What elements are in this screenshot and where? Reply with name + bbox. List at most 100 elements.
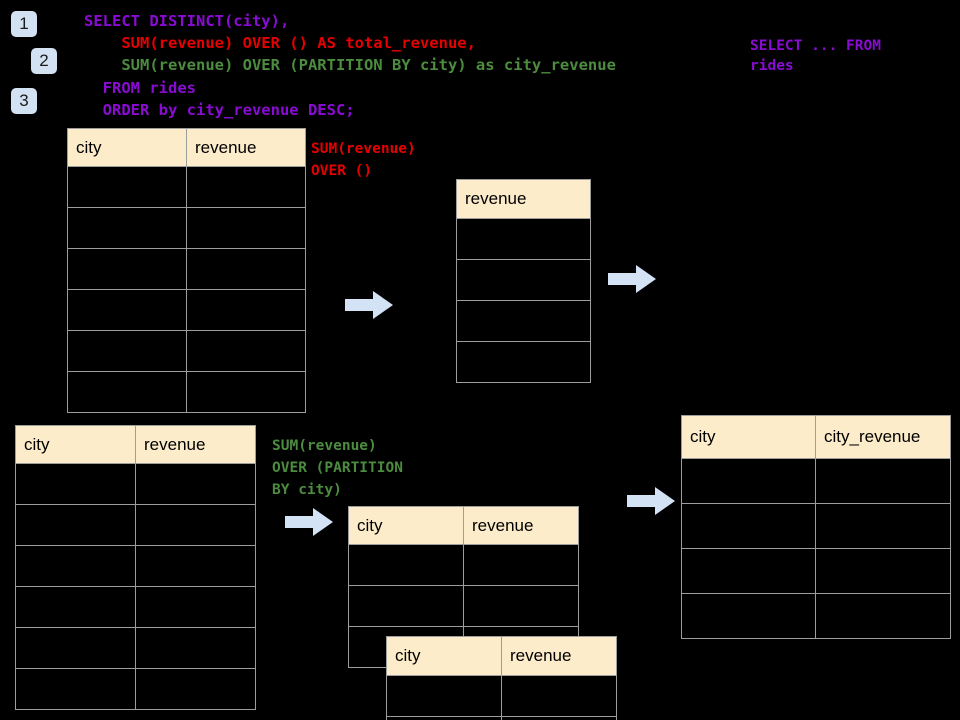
table-cell xyxy=(386,716,502,720)
table-cell xyxy=(456,259,591,301)
table-cell xyxy=(67,289,187,331)
table-row xyxy=(348,544,579,586)
rides-source-table-bottom: city revenue xyxy=(15,425,256,710)
table-cell xyxy=(186,248,306,290)
arrow-source-to-partition xyxy=(285,508,333,536)
column-header-revenue: revenue xyxy=(463,506,579,545)
table-cell xyxy=(348,585,464,627)
table-cell xyxy=(463,585,579,627)
table-row xyxy=(67,248,306,290)
table-row xyxy=(681,503,951,549)
table-cell xyxy=(15,463,136,505)
table-cell xyxy=(501,675,617,717)
table-cell xyxy=(815,548,951,594)
table-cell xyxy=(15,504,136,546)
table-cell xyxy=(135,504,256,546)
table-cell xyxy=(456,341,591,383)
step-badge-3[interactable]: 3 xyxy=(11,88,37,114)
table-cell xyxy=(67,248,187,290)
annotation-sum-over-empty: SUM(revenue) OVER () xyxy=(311,141,416,179)
table-row xyxy=(456,218,591,260)
table-row xyxy=(15,504,256,546)
table-cell xyxy=(135,463,256,505)
table-cell xyxy=(67,330,187,372)
table-cell xyxy=(815,593,951,639)
column-header-city: city xyxy=(67,128,187,167)
table-row xyxy=(681,593,951,639)
rides-source-table-top: city revenue xyxy=(67,128,306,413)
table-cell xyxy=(135,545,256,587)
sql-line-5: ORDER by city_revenue DESC; xyxy=(84,101,355,119)
table-cell xyxy=(135,668,256,710)
table-row xyxy=(15,586,256,628)
table-header-row: city revenue xyxy=(15,425,256,464)
column-header-city: city xyxy=(348,506,464,545)
column-header-city: city xyxy=(681,415,816,459)
table-header-row: city revenue xyxy=(386,636,617,676)
table-row xyxy=(67,207,306,249)
sql-line-3: SUM(revenue) OVER (PARTITION BY city) as… xyxy=(84,56,616,74)
arrow-total-to-select xyxy=(608,265,656,293)
step-badge-1[interactable]: 1 xyxy=(11,11,37,37)
table-cell xyxy=(681,503,816,549)
table-cell xyxy=(15,545,136,587)
table-cell xyxy=(815,503,951,549)
sql-line-4: FROM rides xyxy=(84,79,196,97)
column-header-revenue: revenue xyxy=(135,425,256,464)
table-row xyxy=(67,330,306,372)
table-cell xyxy=(15,668,136,710)
column-header-city: city xyxy=(15,425,136,464)
annotation-select-from: SELECT ... FROM rides xyxy=(750,38,881,74)
partition-table-front: city revenue xyxy=(386,636,617,720)
table-cell xyxy=(67,166,187,208)
table-row xyxy=(15,668,256,710)
sql-line-2: SUM(revenue) OVER () AS total_revenue, xyxy=(84,34,476,52)
table-cell xyxy=(135,586,256,628)
table-header-row: city revenue xyxy=(67,128,306,167)
table-cell xyxy=(681,593,816,639)
arrow-source-to-total xyxy=(345,291,393,319)
table-row xyxy=(67,371,306,413)
table-cell xyxy=(67,371,187,413)
table-row xyxy=(386,716,617,720)
city-revenue-result-table: city city_revenue xyxy=(681,415,951,639)
table-cell xyxy=(186,371,306,413)
table-cell xyxy=(501,716,617,720)
table-row xyxy=(386,675,617,717)
column-header-city-revenue: city_revenue xyxy=(815,415,951,459)
table-cell xyxy=(456,218,591,260)
column-header-revenue: revenue xyxy=(501,636,617,676)
table-cell xyxy=(348,544,464,586)
table-row xyxy=(681,458,951,504)
table-cell xyxy=(186,289,306,331)
table-row xyxy=(67,166,306,208)
table-cell xyxy=(681,458,816,504)
table-cell xyxy=(186,207,306,249)
step-badge-2[interactable]: 2 xyxy=(31,48,57,74)
sql-line-1: SELECT DISTINCT(city), xyxy=(84,12,290,30)
table-cell xyxy=(681,548,816,594)
total-revenue-table: revenue xyxy=(456,179,591,383)
table-cell xyxy=(135,627,256,669)
column-header-city: city xyxy=(386,636,502,676)
arrow-partition-to-result xyxy=(627,487,675,515)
column-header-revenue: revenue xyxy=(456,179,591,219)
table-row xyxy=(456,341,591,383)
table-row xyxy=(456,300,591,342)
table-cell xyxy=(15,586,136,628)
table-cell xyxy=(386,675,502,717)
table-row xyxy=(15,463,256,505)
table-row xyxy=(348,585,579,627)
table-cell xyxy=(186,166,306,208)
column-header-revenue: revenue xyxy=(186,128,306,167)
table-row xyxy=(67,289,306,331)
table-header-row: revenue xyxy=(456,179,591,219)
table-cell xyxy=(67,207,187,249)
table-cell xyxy=(186,330,306,372)
annotation-sum-over-partition: SUM(revenue) OVER (PARTITION BY city) xyxy=(272,438,403,498)
table-row xyxy=(15,627,256,669)
table-cell xyxy=(15,627,136,669)
table-row xyxy=(681,548,951,594)
table-row xyxy=(15,545,256,587)
